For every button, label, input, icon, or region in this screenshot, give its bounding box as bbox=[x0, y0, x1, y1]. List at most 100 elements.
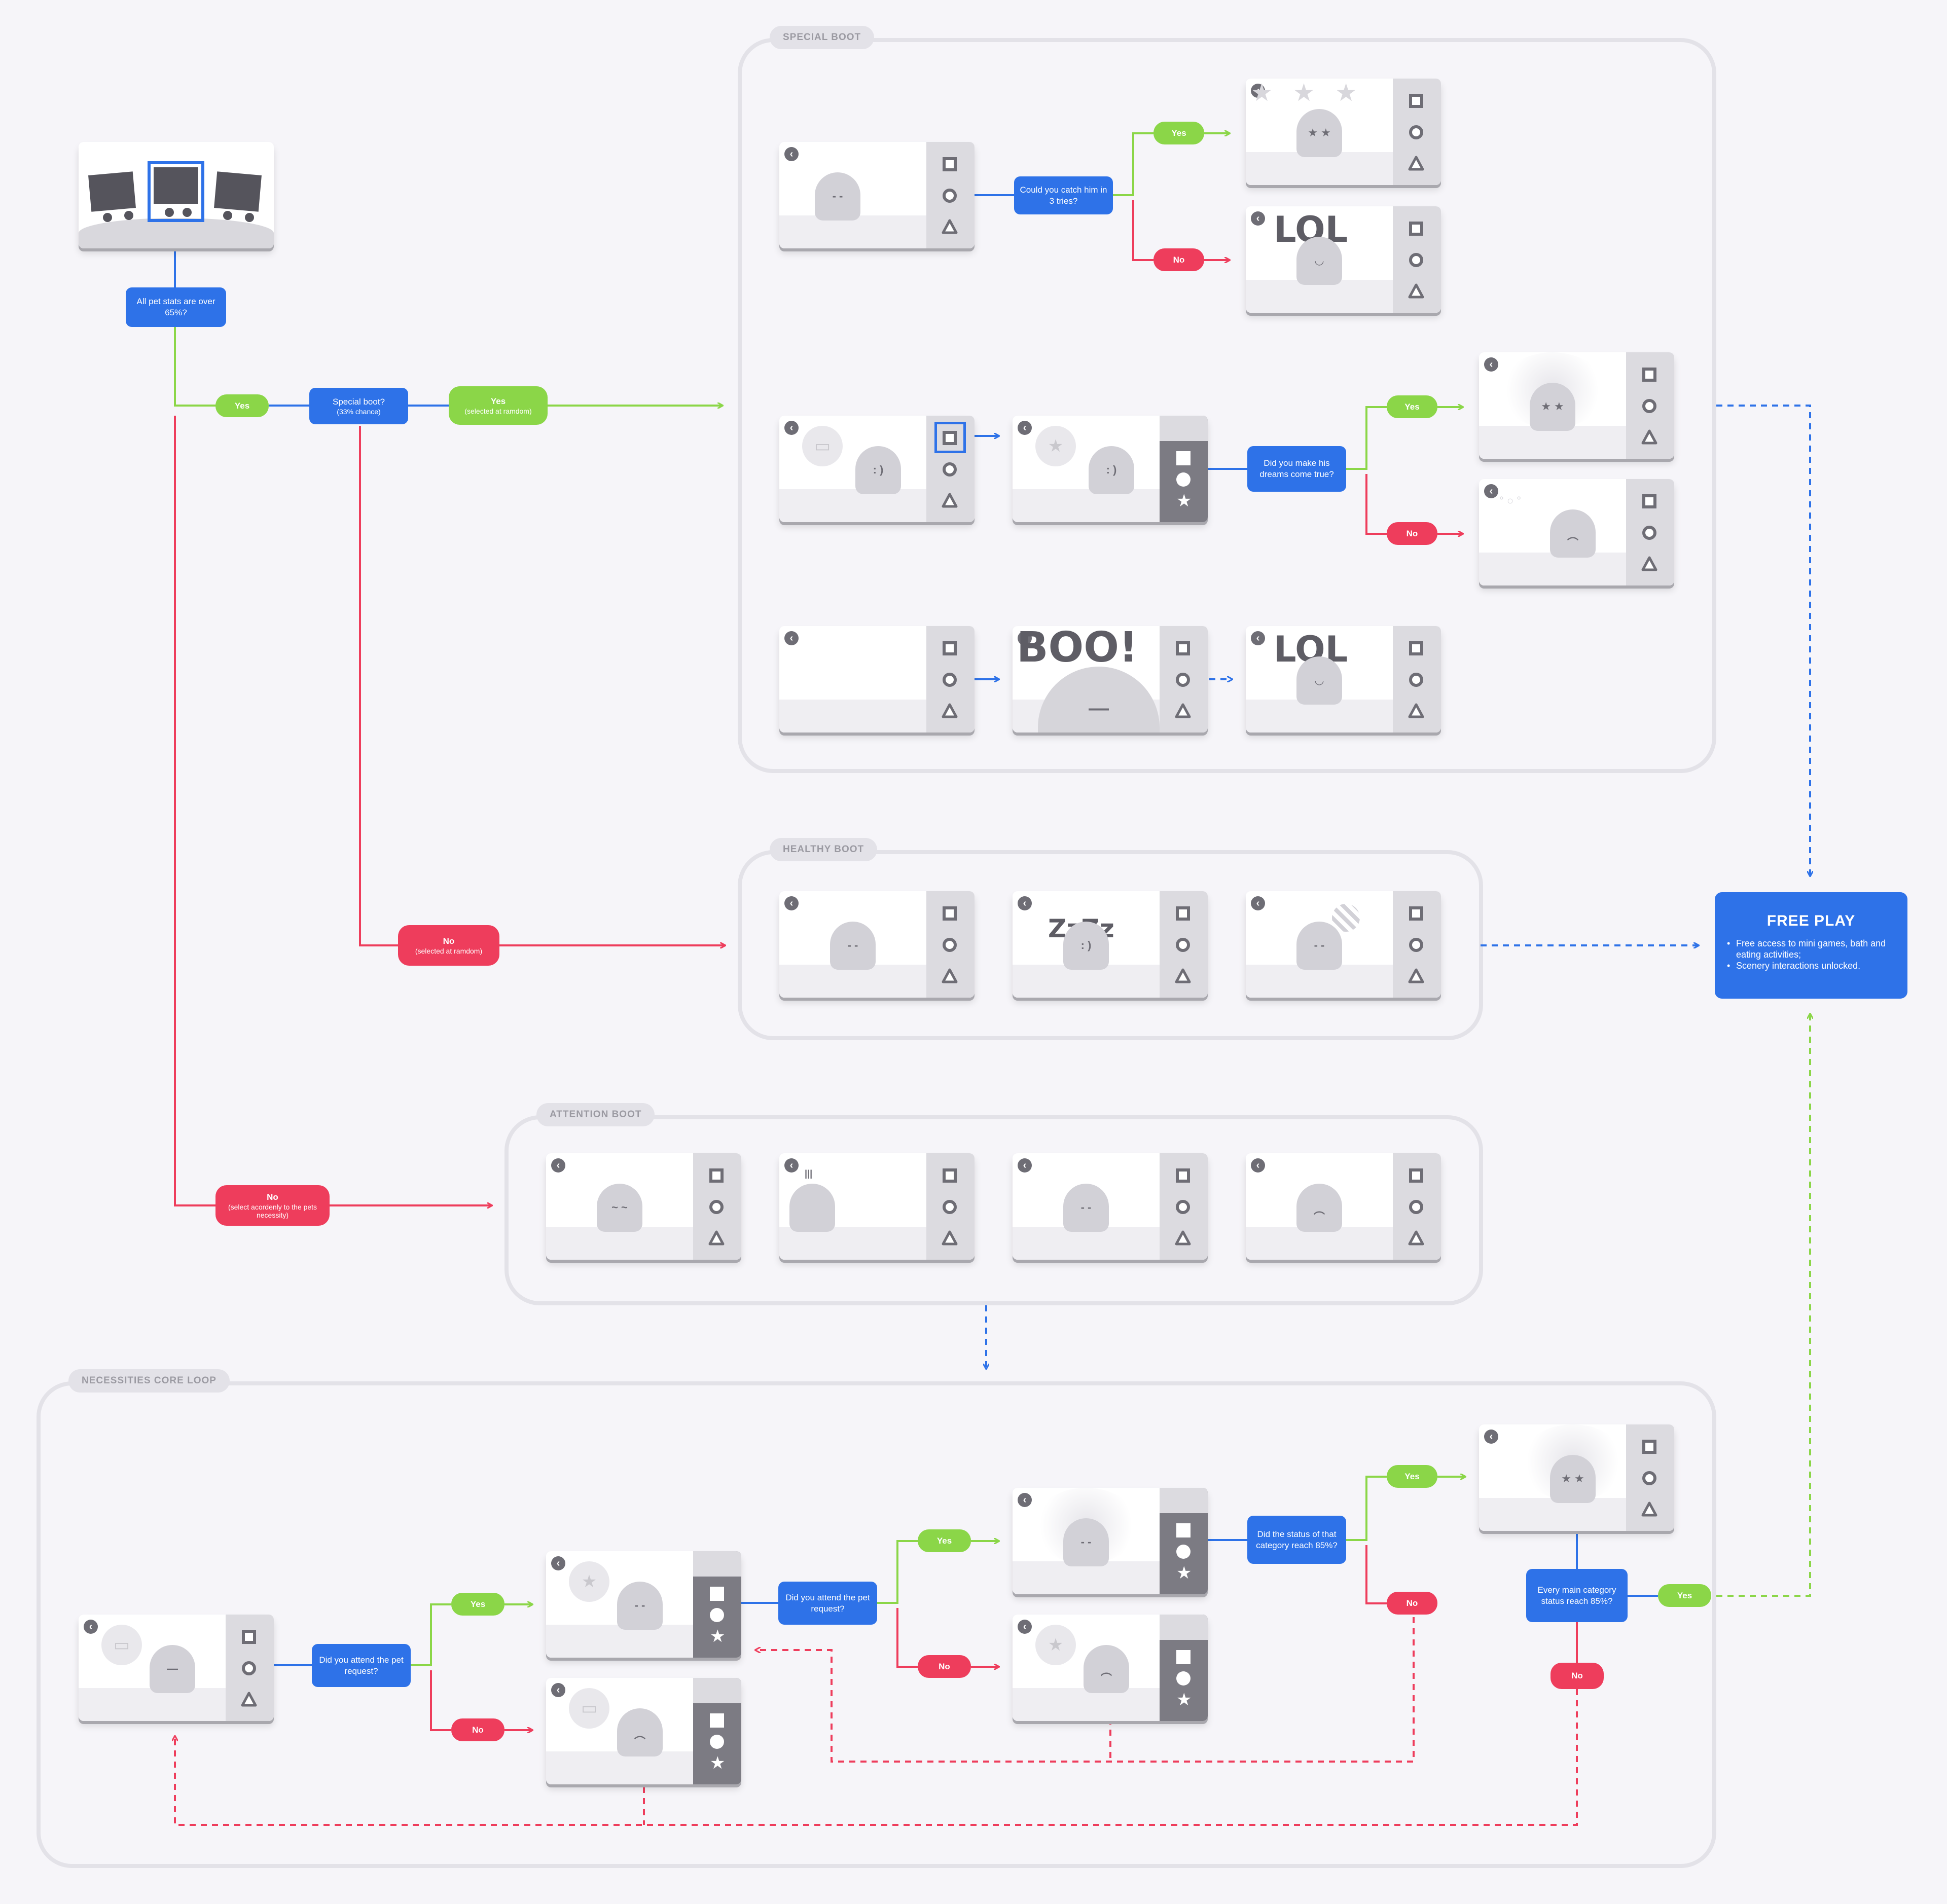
back-arrow-icon[interactable]: ‹ bbox=[1251, 631, 1265, 645]
circle-icon[interactable] bbox=[1642, 399, 1656, 413]
circle-icon[interactable] bbox=[943, 673, 957, 687]
circle-icon[interactable] bbox=[943, 462, 957, 477]
square-icon[interactable] bbox=[1176, 641, 1190, 655]
triangle-icon[interactable] bbox=[941, 1229, 958, 1247]
circle-icon[interactable] bbox=[1409, 253, 1423, 267]
pet-character: ★ ★ bbox=[1530, 383, 1575, 431]
triangle-icon[interactable] bbox=[1408, 155, 1425, 172]
circle-icon[interactable] bbox=[1176, 673, 1190, 687]
square-icon[interactable] bbox=[1176, 1523, 1191, 1537]
back-arrow-icon[interactable]: ‹ bbox=[784, 631, 799, 645]
circle-icon[interactable] bbox=[1642, 526, 1656, 540]
triangle-icon[interactable] bbox=[941, 967, 958, 984]
answer-yes: Yes bbox=[918, 1529, 971, 1552]
square-icon[interactable] bbox=[943, 157, 957, 171]
square-icon[interactable] bbox=[1642, 494, 1656, 508]
back-arrow-icon[interactable]: ‹ bbox=[784, 147, 799, 161]
square-icon[interactable] bbox=[943, 641, 957, 655]
triangle-icon[interactable] bbox=[1174, 702, 1192, 719]
back-arrow-icon[interactable]: ‹ bbox=[551, 1683, 565, 1697]
triangle-icon[interactable] bbox=[1408, 702, 1425, 719]
back-arrow-icon[interactable]: ‹ bbox=[551, 1158, 565, 1173]
triangle-icon[interactable] bbox=[240, 1691, 258, 1708]
tv-thought-bubble: ▭ bbox=[569, 1688, 609, 1729]
back-arrow-icon[interactable]: ‹ bbox=[784, 896, 799, 910]
square-icon[interactable] bbox=[1176, 906, 1190, 921]
triangle-icon[interactable] bbox=[1641, 1500, 1658, 1518]
star-icon[interactable]: ★ bbox=[1176, 1690, 1192, 1709]
circle-icon[interactable] bbox=[1176, 1671, 1191, 1686]
back-arrow-icon[interactable]: ‹ bbox=[1484, 484, 1498, 498]
circle-icon[interactable] bbox=[943, 938, 957, 952]
back-arrow-icon[interactable]: ‹ bbox=[784, 1158, 799, 1173]
square-icon[interactable] bbox=[709, 1168, 724, 1183]
back-arrow-icon[interactable]: ‹ bbox=[1018, 896, 1032, 910]
triangle-icon[interactable] bbox=[1408, 967, 1425, 984]
circle-icon[interactable] bbox=[1409, 938, 1423, 952]
decision-text: All pet stats are over 65%? bbox=[136, 297, 215, 317]
back-arrow-icon[interactable]: ‹ bbox=[1018, 631, 1032, 645]
square-icon[interactable] bbox=[1409, 906, 1423, 921]
circle-icon[interactable] bbox=[1176, 938, 1190, 952]
back-arrow-icon[interactable]: ‹ bbox=[1018, 421, 1032, 435]
square-icon[interactable] bbox=[943, 1168, 957, 1183]
square-icon[interactable] bbox=[1176, 1650, 1191, 1664]
triangle-icon[interactable] bbox=[1408, 1229, 1425, 1247]
back-arrow-icon[interactable]: ‹ bbox=[1018, 1158, 1032, 1173]
triangle-icon[interactable] bbox=[1174, 1229, 1192, 1247]
triangle-icon[interactable] bbox=[941, 702, 958, 719]
circle-icon[interactable] bbox=[1409, 673, 1423, 687]
star-icon[interactable]: ★ bbox=[710, 1753, 726, 1773]
circle-icon[interactable] bbox=[709, 1200, 724, 1214]
circle-icon[interactable] bbox=[943, 1200, 957, 1214]
circle-icon[interactable] bbox=[1176, 472, 1191, 487]
answer-label: Yes bbox=[1171, 128, 1186, 138]
back-arrow-icon[interactable]: ‹ bbox=[551, 1556, 565, 1570]
square-icon[interactable] bbox=[1176, 451, 1191, 465]
square-icon[interactable] bbox=[1642, 368, 1656, 382]
back-arrow-icon[interactable]: ‹ bbox=[784, 421, 799, 435]
triangle-icon[interactable] bbox=[708, 1229, 725, 1247]
square-icon[interactable] bbox=[1176, 1168, 1190, 1183]
back-arrow-icon[interactable]: ‹ bbox=[1484, 357, 1498, 372]
triangle-icon[interactable] bbox=[941, 492, 958, 509]
square-icon[interactable] bbox=[943, 431, 957, 445]
triangle-icon[interactable] bbox=[941, 218, 958, 235]
back-arrow-icon[interactable]: ‹ bbox=[1251, 1158, 1265, 1173]
back-arrow-icon[interactable]: ‹ bbox=[1018, 1620, 1032, 1634]
star-icon[interactable]: ★ bbox=[1176, 1563, 1192, 1583]
circle-icon[interactable] bbox=[242, 1661, 256, 1675]
circle-icon[interactable] bbox=[1176, 1200, 1190, 1214]
square-icon[interactable] bbox=[242, 1630, 256, 1644]
circle-icon[interactable] bbox=[710, 1735, 724, 1749]
back-arrow-icon[interactable]: ‹ bbox=[1251, 896, 1265, 910]
back-arrow-icon[interactable]: ‹ bbox=[1484, 1430, 1498, 1444]
square-icon[interactable] bbox=[710, 1713, 724, 1728]
square-icon[interactable] bbox=[1409, 94, 1423, 108]
circle-icon[interactable] bbox=[1642, 1471, 1656, 1485]
square-icon[interactable] bbox=[1642, 1440, 1656, 1454]
square-icon[interactable] bbox=[1409, 641, 1423, 655]
star-icon[interactable]: ★ bbox=[710, 1627, 726, 1646]
square-icon[interactable] bbox=[1409, 222, 1423, 236]
decision-special-boot: Special boot? (33% chance) bbox=[309, 388, 408, 424]
circle-icon[interactable] bbox=[943, 189, 957, 203]
triangle-icon[interactable] bbox=[1408, 282, 1425, 300]
back-arrow-icon[interactable]: ‹ bbox=[1251, 84, 1265, 98]
back-arrow-icon[interactable]: ‹ bbox=[84, 1620, 98, 1634]
circle-icon[interactable] bbox=[1176, 1545, 1191, 1559]
square-icon[interactable] bbox=[943, 906, 957, 921]
triangle-icon[interactable] bbox=[1641, 555, 1658, 572]
square-icon[interactable] bbox=[1409, 1168, 1423, 1183]
pet-character: ︵ bbox=[1084, 1645, 1129, 1693]
square-icon[interactable] bbox=[710, 1587, 724, 1601]
circle-icon[interactable] bbox=[1409, 125, 1423, 139]
triangle-icon[interactable] bbox=[1641, 428, 1658, 446]
circle-icon[interactable] bbox=[1409, 1200, 1423, 1214]
circle-icon[interactable] bbox=[710, 1608, 724, 1622]
back-arrow-icon[interactable]: ‹ bbox=[1018, 1493, 1032, 1507]
button-panel bbox=[1626, 352, 1674, 459]
star-icon[interactable]: ★ bbox=[1176, 491, 1192, 510]
triangle-icon[interactable] bbox=[1174, 967, 1192, 984]
back-arrow-icon[interactable]: ‹ bbox=[1251, 211, 1265, 226]
